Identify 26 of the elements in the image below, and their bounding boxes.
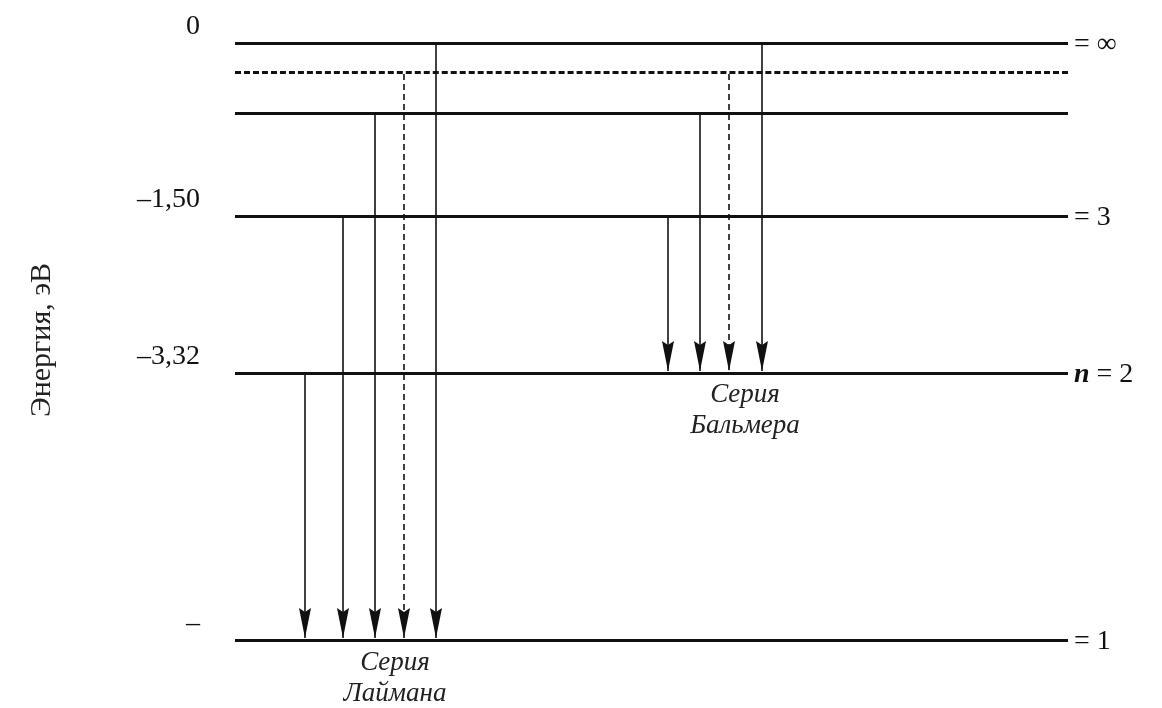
energy-level-line [235,42,1068,45]
transition-arrow [430,44,442,639]
level-number: = ∞ [1074,27,1117,59]
series-label: Серия Бальмера [689,378,801,440]
energy-level-line [235,215,1068,218]
transition-arrow [662,217,674,372]
axis-label: Энергия, эВ [23,262,57,418]
transition-arrow [299,374,311,639]
transition-arrow [756,44,768,372]
level-number: = 3 [1074,200,1111,232]
energy-value: – [186,606,200,638]
energy-level-line [235,639,1068,642]
level-number: = 1 [1074,624,1111,656]
transition-arrow [337,217,349,639]
energy-level-line [235,112,1068,115]
transition-arrow [723,73,735,372]
energy-level-line [235,372,1068,375]
series-label: Серия Лаймана [342,646,448,708]
transition-arrow [694,114,706,372]
transition-arrow [369,114,381,639]
energy-value: –3,32 [137,339,200,371]
transition-arrow [398,73,410,639]
level-number: n = 2 [1074,357,1134,389]
dashed-energy-level-line [235,71,1068,74]
energy-value: 0 [186,9,200,41]
energy-value: –1,50 [137,182,200,214]
